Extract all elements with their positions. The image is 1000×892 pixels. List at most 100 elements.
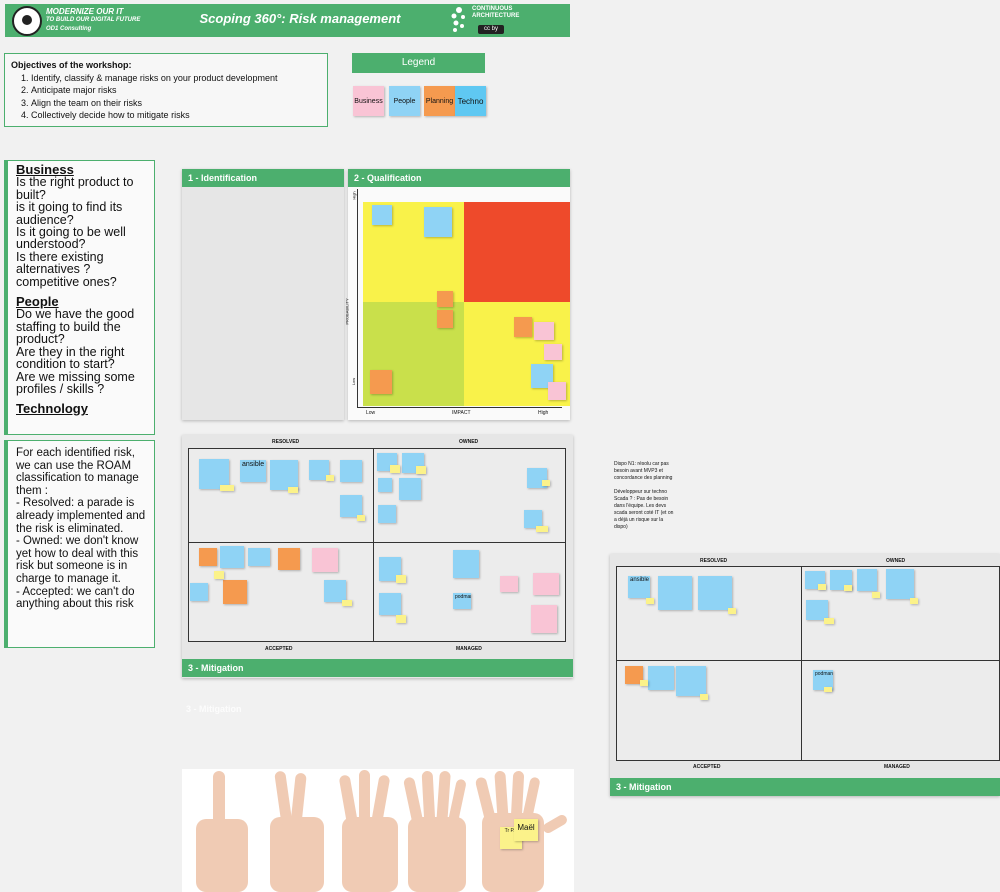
owner-sticky-note[interactable] — [640, 680, 648, 686]
owner-sticky-note[interactable] — [700, 694, 708, 700]
risk-sticky-note[interactable] — [378, 505, 396, 523]
risk-sticky-note[interactable] — [531, 364, 553, 388]
owner-sticky-note[interactable] — [824, 687, 832, 692]
owner-sticky-note[interactable] — [357, 515, 365, 521]
risk-sticky-note[interactable] — [312, 548, 338, 572]
ansible-sticky-note[interactable]: ansible — [240, 460, 266, 482]
risk-sticky-note[interactable] — [806, 600, 828, 620]
risk-sticky-note[interactable] — [453, 550, 479, 578]
owner-sticky-note[interactable] — [326, 475, 334, 481]
risk-sticky-note[interactable] — [437, 310, 453, 328]
owned-label: OWNED — [886, 558, 906, 564]
risk-sticky-note[interactable] — [648, 666, 674, 690]
owner-sticky-note[interactable] — [872, 592, 880, 598]
owner-sticky-note[interactable] — [396, 615, 406, 623]
accepted-quadrant[interactable] — [616, 660, 802, 761]
risk-sticky-note[interactable] — [278, 548, 300, 570]
risk-sticky-note[interactable] — [309, 460, 329, 480]
risk-sticky-note[interactable] — [698, 576, 732, 610]
risk-sticky-note[interactable] — [270, 460, 298, 490]
risk-sticky-note[interactable] — [676, 666, 706, 696]
owner-sticky-note[interactable] — [288, 487, 298, 493]
finger — [213, 771, 225, 831]
hand-four-fingers — [408, 817, 466, 892]
risk-sticky-note[interactable] — [857, 569, 877, 591]
risk-sticky-note[interactable] — [370, 370, 392, 394]
creative-commons-badge: cc by — [478, 25, 504, 34]
owner-sticky-note[interactable] — [416, 466, 426, 474]
mitigation-panel-copy[interactable]: RESOLVED OWNED ACCEPTED MANAGED 3 - Miti… — [610, 554, 1000, 796]
legend-planning-note[interactable]: Planning — [424, 86, 455, 116]
accepted-label: ACCEPTED — [693, 764, 721, 770]
ca-line-2: ARCHITECTURE — [472, 13, 520, 19]
owner-sticky-note[interactable] — [396, 575, 406, 583]
owner-sticky-note[interactable] — [824, 618, 834, 624]
risk-sticky-note[interactable] — [548, 382, 566, 400]
managed-quadrant[interactable] — [801, 660, 1000, 761]
podman-sticky-note[interactable]: podman — [453, 593, 471, 609]
owner-sticky-note[interactable] — [728, 608, 736, 614]
legend-techno-note[interactable]: Techno — [455, 86, 486, 116]
mitigation-comment[interactable]: Dispo N1: résolu car pas besoin avant MV… — [614, 461, 674, 530]
owner-sticky-note[interactable] — [646, 598, 654, 604]
risk-sticky-note[interactable] — [544, 344, 562, 360]
roam-text: For each identified risk, we can use the… — [16, 447, 146, 611]
mitigation-panel[interactable]: RESOLVED OWNED ACCEPTED MANAGED 3 - Miti… — [182, 435, 573, 678]
qualification-panel[interactable]: 2 - Qualification High PROBABILITY Low L… — [345, 169, 570, 420]
brand-line-3: OD1 Consulting — [46, 26, 92, 32]
risk-sticky-note[interactable] — [625, 666, 643, 684]
brand-text: MODERNIZE OUR IT TO BUILD OUR DIGITAL FU… — [46, 7, 146, 34]
risk-sticky-note[interactable] — [524, 510, 542, 528]
risk-sticky-note[interactable] — [340, 495, 362, 517]
owner-sticky-note[interactable] — [536, 526, 548, 532]
legend-people-note[interactable]: People — [389, 86, 420, 116]
risk-categories-card: Business Is the right product to built? … — [4, 160, 155, 435]
risk-sticky-note[interactable] — [399, 478, 421, 500]
vote-sticky-note[interactable]: Maël — [514, 819, 538, 841]
risk-sticky-note[interactable] — [223, 580, 247, 604]
identification-header: 1 - Identification — [182, 169, 344, 187]
risk-sticky-note[interactable] — [534, 322, 554, 340]
objectives-list: Identify, classify & manage risks on you… — [11, 72, 321, 122]
risk-sticky-note[interactable] — [199, 548, 217, 566]
risk-sticky-note[interactable] — [190, 583, 208, 601]
ansible-sticky-note[interactable]: ansible — [628, 576, 650, 598]
risk-sticky-note[interactable] — [372, 205, 392, 225]
risk-sticky-note[interactable] — [220, 546, 244, 568]
ca-title: CONTINUOUS ARCHITECTURE — [472, 6, 532, 20]
technology-heading: Technology — [16, 401, 88, 417]
risk-sticky-note[interactable] — [379, 557, 401, 581]
fist-of-five-image: Tr P... Maël — [182, 769, 574, 892]
risk-sticky-note[interactable] — [340, 460, 362, 482]
podman-sticky-note[interactable]: podman — [813, 670, 833, 690]
risk-sticky-note[interactable] — [531, 605, 557, 633]
owner-sticky-note[interactable] — [542, 480, 550, 486]
hand-two-fingers — [270, 817, 324, 892]
risk-sticky-note[interactable] — [248, 548, 270, 566]
owner-sticky-note[interactable] — [818, 584, 826, 590]
identification-panel[interactable]: 1 - Identification — [182, 169, 344, 420]
risk-sticky-note[interactable] — [658, 576, 692, 610]
brand-line-1: MODERNIZE OUR IT — [46, 7, 124, 16]
risk-sticky-note[interactable] — [437, 291, 453, 307]
owner-sticky-note[interactable] — [214, 571, 224, 579]
owner-sticky-note[interactable] — [342, 600, 352, 606]
y-low-label: Low — [351, 377, 357, 386]
finger — [421, 770, 436, 826]
continuous-architecture-logo-icon — [451, 7, 465, 32]
owner-sticky-note[interactable] — [910, 598, 918, 604]
risk-sticky-note[interactable] — [324, 580, 346, 602]
business-questions: Is the right product to built? is it goi… — [16, 175, 134, 289]
risk-sticky-note[interactable] — [199, 459, 229, 489]
legend-business-note[interactable]: Business — [353, 86, 384, 116]
risk-sticky-note[interactable] — [378, 478, 392, 492]
owner-sticky-note[interactable] — [390, 465, 400, 473]
risk-sticky-note[interactable] — [533, 573, 559, 595]
risk-sticky-note[interactable] — [379, 593, 401, 615]
risk-sticky-note[interactable] — [886, 569, 914, 599]
owner-sticky-note[interactable] — [220, 485, 234, 491]
owner-sticky-note[interactable] — [844, 585, 852, 591]
risk-sticky-note[interactable] — [514, 317, 532, 337]
risk-sticky-note[interactable] — [500, 576, 518, 592]
risk-sticky-note[interactable] — [424, 207, 452, 237]
